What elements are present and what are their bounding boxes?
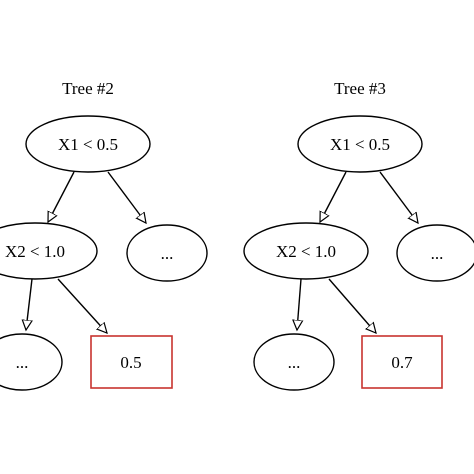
node-inner-left [253,333,335,391]
node-inner-left-label: ... [288,353,301,372]
node-root-label: X1 < 0.5 [330,135,390,154]
tree-title: Tree #2 [62,79,114,98]
edge-root-to-right [379,171,418,223]
node-inner-left-label: ... [16,353,29,372]
leaf-node [90,335,173,389]
node-root-right [126,224,208,282]
leaf-node-label: 0.5 [120,353,141,372]
node-inner-label: X2 < 1.0 [5,242,65,261]
edge-root-to-inner [319,171,347,222]
node-inner [0,222,98,280]
tree-2: Tree #2 X1 < 0.5 ... X2 < 1.0 ... 0.5 [0,79,208,391]
node-inner-label: X2 < 1.0 [276,242,336,261]
node-root-right [396,224,474,282]
node-root [297,115,423,173]
node-root-right-label: ... [161,244,174,263]
edge-root-to-right [107,171,146,223]
node-root-label: X1 < 0.5 [58,135,118,154]
node-root-right-label: ... [431,244,444,263]
node-inner-left [0,333,63,391]
edge-inner-to-leaf [328,278,376,333]
node-root [25,115,151,173]
tree-3: Tree #3 X1 < 0.5 ... X2 < 1.0 ... 0.7 [243,79,474,391]
leaf-node [361,335,443,389]
edge-root-to-inner [47,171,75,222]
node-inner [243,222,369,280]
edge-inner-to-left [297,278,301,330]
leaf-node-label: 0.7 [391,353,413,372]
edge-inner-to-leaf [57,278,107,333]
tree-title: Tree #3 [334,79,386,98]
edge-inner-to-left [26,278,32,330]
